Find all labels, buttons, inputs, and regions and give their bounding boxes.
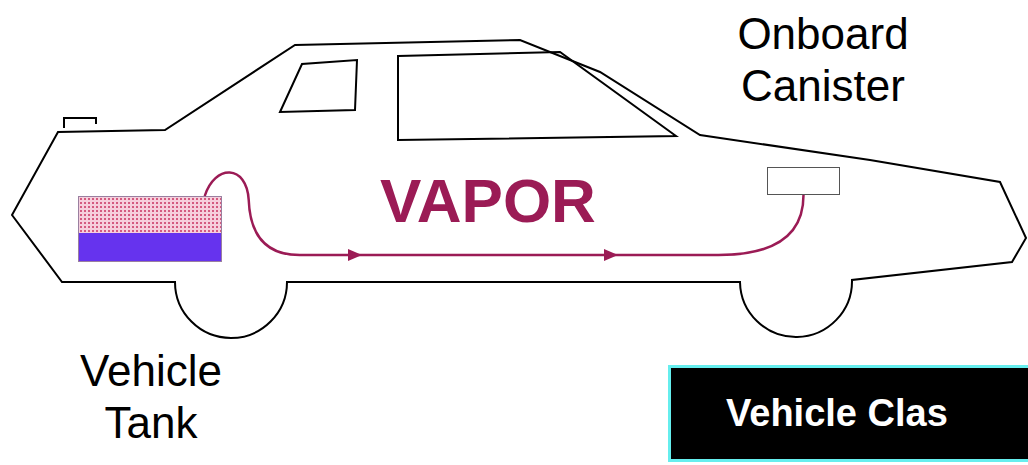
node-label: Vehicle Tank: [29, 345, 273, 449]
arrow-head: [604, 249, 618, 261]
node-label: Onboard Canister: [698, 8, 948, 112]
rear-spoiler: [64, 118, 96, 128]
arrow-head: [348, 249, 362, 261]
fuel-tank: Vehicle Tank: [78, 196, 222, 262]
edge-label: VAPOR: [380, 166, 596, 236]
main-window: [398, 52, 676, 140]
node-label: Vehicle Clas: [726, 388, 1026, 438]
rear-window: [280, 60, 357, 112]
vehicle-class-banner: Vehicle Clas: [668, 365, 1028, 462]
onboard-canister: Onboard Canister: [767, 167, 840, 195]
